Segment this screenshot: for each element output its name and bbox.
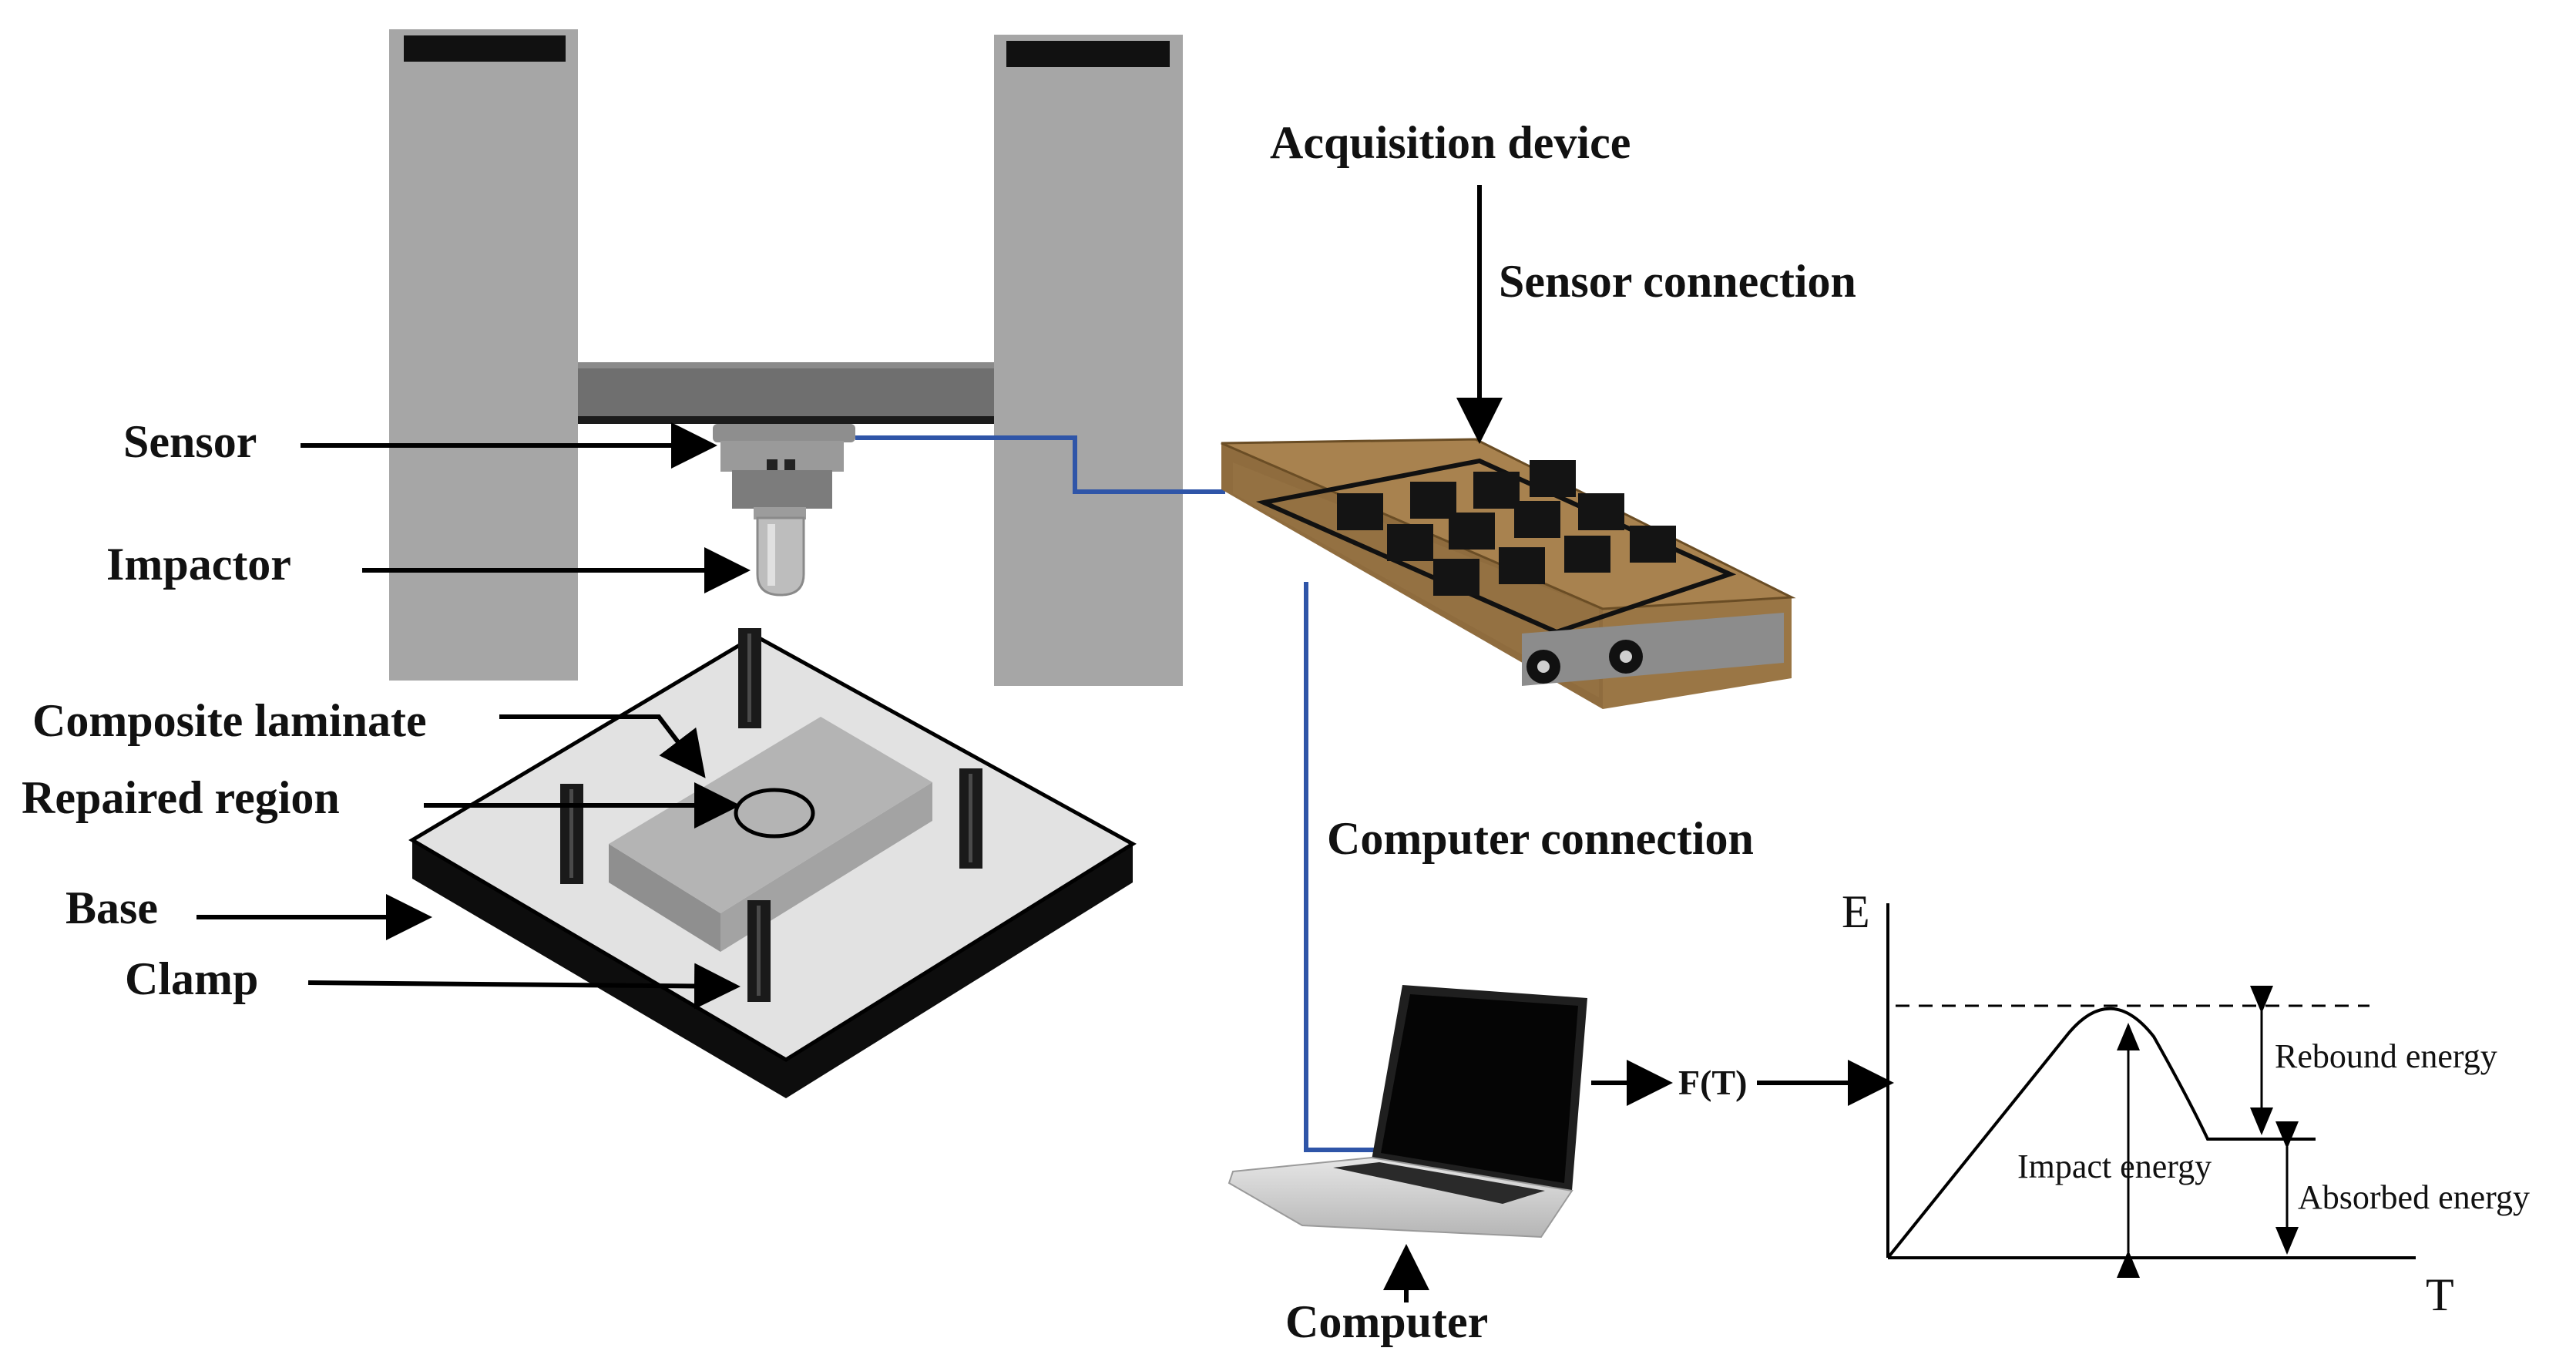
clamp-top-hl <box>747 634 751 722</box>
right-pillar-cap <box>1006 41 1170 67</box>
energy-plot <box>1886 903 2416 1278</box>
device-front-panel <box>1233 462 1599 697</box>
base-label: Base <box>65 882 158 933</box>
computer-laptop <box>1228 985 1587 1239</box>
right-pillar <box>994 35 1183 686</box>
diagram-labels: Sensor Impactor Composite laminate Repai… <box>22 117 2530 1347</box>
device-front <box>1221 443 1603 709</box>
sensor-top-disc <box>713 424 855 442</box>
laptop-base <box>1228 1156 1573 1239</box>
crossbeam-top <box>578 362 994 368</box>
device-port-left-core <box>1537 660 1550 673</box>
callout-arrows <box>196 185 1894 1302</box>
sensor-assembly <box>713 424 855 597</box>
laminate-right-side <box>720 782 932 952</box>
computer-connection-label: Computer connection <box>1327 813 1754 864</box>
machine-frame <box>389 29 1183 686</box>
base-right-side <box>786 844 1133 1098</box>
sensor-mark-right <box>784 459 795 470</box>
absorbed-energy-label: Absorbed energy <box>2298 1178 2530 1216</box>
specimen-base <box>408 628 1137 1098</box>
impact-energy-label: Impact energy <box>2017 1148 2212 1185</box>
clamp-arrow <box>307 963 741 1010</box>
composite-laminate-label: Composite laminate <box>32 695 427 746</box>
sensor-body <box>720 441 844 472</box>
acquisition-device-label: Acquisition device <box>1270 117 1631 168</box>
computer-label: Computer <box>1285 1296 1488 1347</box>
sensor-cable <box>855 435 1225 494</box>
base-left-side <box>412 840 786 1098</box>
y-axis-label: E <box>1842 886 1870 937</box>
cables <box>855 435 1379 1152</box>
left-pillar <box>389 29 578 681</box>
clamp-label: Clamp <box>125 953 258 1004</box>
sensor-mark-left <box>767 459 778 470</box>
device-modules <box>1337 460 1676 596</box>
impactor-tip <box>756 516 805 597</box>
crossbeam-edge <box>578 416 994 424</box>
laminate-top <box>609 717 932 913</box>
signal-label: F(T) <box>1678 1063 1747 1102</box>
clamp-right-hl <box>969 774 972 862</box>
impactor-neck <box>754 507 806 519</box>
laptop-screen <box>1381 994 1578 1183</box>
device-port-panel <box>1522 613 1784 686</box>
sensor-label: Sensor <box>123 416 257 467</box>
repaired-region-label: Repaired region <box>22 772 340 823</box>
device-port-right-core <box>1620 650 1632 663</box>
crossbeam <box>578 362 994 418</box>
rebound-energy-label: Rebound energy <box>2275 1037 2497 1075</box>
left-pillar-cap <box>404 35 566 62</box>
laptop-keyboard <box>1333 1162 1545 1204</box>
impactor-label: Impactor <box>106 539 291 590</box>
composite-laminate-arrow <box>499 714 706 778</box>
clamp-front-hl <box>757 906 761 996</box>
computer-cable <box>1304 582 1379 1152</box>
impactor-highlight <box>767 524 775 586</box>
clamp-left-hl <box>569 789 573 878</box>
laminate-left-side <box>609 844 720 952</box>
energy-curve <box>1886 1007 2316 1259</box>
sensor-lower-body <box>732 470 832 509</box>
acquisition-device <box>1221 438 1796 709</box>
sensor-connection-label: Sensor connection <box>1499 256 1856 307</box>
x-axis-label: T <box>2426 1269 2454 1320</box>
